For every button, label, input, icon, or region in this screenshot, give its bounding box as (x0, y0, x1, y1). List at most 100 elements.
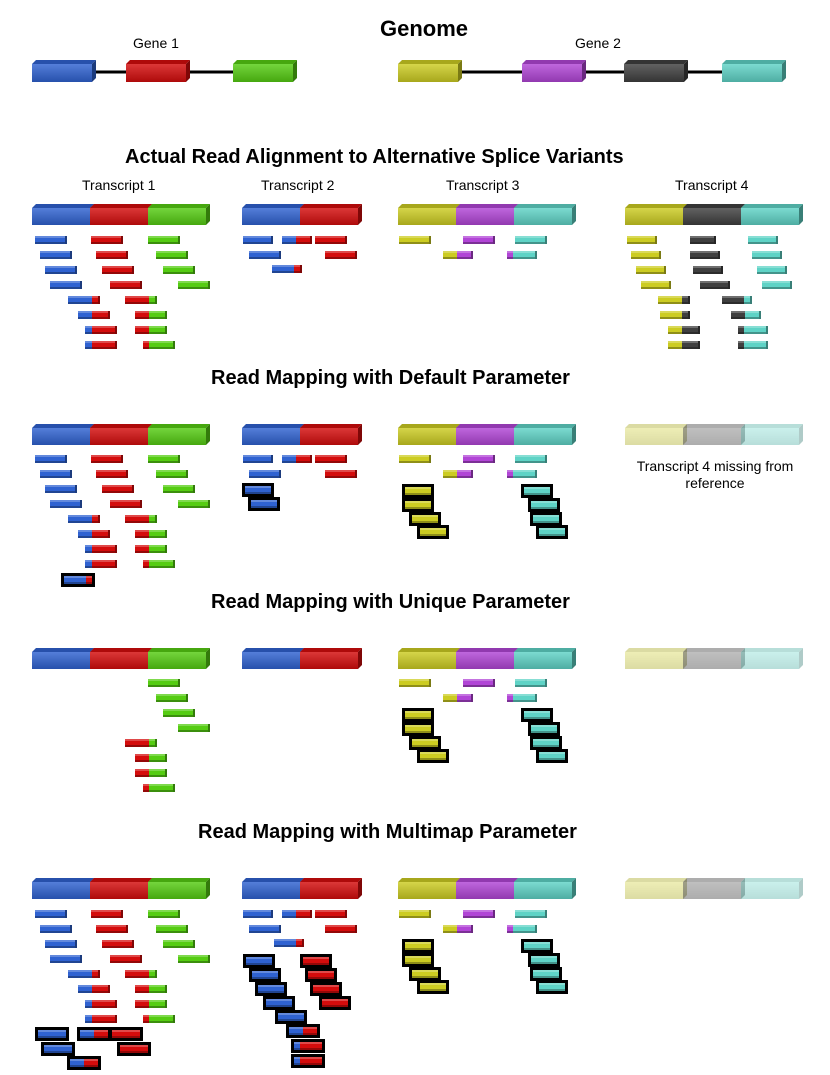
default-transcript-1 (32, 424, 210, 445)
multimap-transcript-1-exon-2 (90, 878, 152, 899)
t3-ambiguous-read-a4 (417, 749, 449, 763)
t1-read-14 (78, 985, 110, 993)
missing-transcript-note: Transcript 4 missing from reference (636, 458, 794, 491)
t3-read-5 (507, 251, 537, 259)
t4-read-19 (738, 326, 768, 334)
genome-track (32, 60, 786, 82)
transcript-2-label: Transcript 2 (261, 177, 335, 193)
t1-read-4 (50, 500, 82, 508)
multimap-t1-boxed-6 (67, 1056, 101, 1070)
t2-read-2 (282, 910, 312, 918)
unique-transcript-3-exon-2 (456, 648, 518, 669)
t4-read-9 (748, 236, 778, 244)
t3-read-3 (515, 455, 547, 463)
t3-ambiguous-read-a1 (402, 939, 434, 953)
default-transcript-4-missing-exon-2 (683, 424, 745, 445)
t4-read-16 (668, 341, 700, 349)
t2-read-2 (282, 455, 312, 463)
t3-read-4 (443, 925, 473, 933)
t4-read-7 (693, 266, 723, 274)
t1-read-14 (78, 311, 110, 319)
t4-read-2 (631, 251, 661, 259)
multimap-t2-boxed-11 (291, 1039, 325, 1053)
unique-transcript-4-missing-exon-1 (625, 648, 687, 669)
t2-ambiguous-read-1 (242, 483, 274, 497)
t1-read-19 (135, 326, 167, 334)
t2-read-5 (325, 470, 357, 478)
t3-ambiguous-read-a2 (402, 722, 434, 736)
multimap-t1-boxed-1 (35, 1027, 69, 1041)
gene1-exon-1 (32, 60, 96, 82)
t1-read-1 (35, 455, 67, 463)
t3-read-5 (507, 925, 537, 933)
multimap-t1-boxed-3 (109, 1027, 143, 1041)
transcript-4-label: Transcript 4 (675, 177, 749, 193)
t1-read-16 (85, 1015, 117, 1023)
t1-read-7 (102, 266, 134, 274)
t3-ambiguous-read-a2 (402, 498, 434, 512)
default-transcript-4-missing-exon-1 (625, 424, 687, 445)
unique-transcript-4-missing-exon-3 (741, 648, 803, 669)
t1-read-6 (96, 470, 128, 478)
multimap-t2-boxed-9 (319, 996, 351, 1010)
default-transcript-1-exon-1 (32, 424, 94, 445)
t1-read-1 (35, 236, 67, 244)
unique-transcript-4-missing-exon-2 (683, 648, 745, 669)
t3-read-3 (515, 679, 547, 687)
t4-read-5 (690, 236, 716, 244)
t1-read-10 (156, 251, 188, 259)
t3-ambiguous-read-a1 (402, 708, 434, 722)
t3-read-2 (463, 910, 495, 918)
multimap-transcript-1-exon-3 (148, 878, 210, 899)
section-title-actual: Actual Read Alignment to Alternative Spl… (125, 146, 624, 168)
t3-ambiguous-read-b2 (528, 722, 560, 736)
t3-read-3 (515, 910, 547, 918)
multimap-t1-boxed-5 (117, 1042, 151, 1056)
multimap-t2-boxed-12 (291, 1054, 325, 1068)
t1-read-8 (110, 955, 142, 963)
t1-read-16 (85, 341, 117, 349)
t3-ambiguous-read-a3 (409, 967, 441, 981)
t2-read-5 (325, 925, 357, 933)
multimap-t2-boxed-2 (249, 968, 281, 982)
t3-read-5 (507, 694, 537, 702)
t3-read-4 (443, 694, 473, 702)
t1-read-19 (135, 1000, 167, 1008)
t1-read-17 (125, 515, 157, 523)
t1-read-9 (148, 910, 180, 918)
section-title-multimap: Read Mapping with Multimap Parameter (198, 821, 577, 843)
unique-transcript-2 (242, 648, 362, 669)
default-transcript-3-exon-3 (514, 424, 576, 445)
t1-read-10 (156, 470, 188, 478)
gene2-exon-2 (522, 60, 586, 82)
t1-read-19 (135, 545, 167, 553)
t2-read-1 (243, 455, 273, 463)
unique-transcript-3-exon-1 (398, 648, 460, 669)
t4-read-18 (731, 311, 761, 319)
gene2-exon-1 (398, 60, 462, 82)
t3-ambiguous-read-a4 (417, 525, 449, 539)
t1-read-12 (178, 955, 210, 963)
unique-t1-read-6 (135, 754, 167, 762)
multimap-transcript-1-exon-1 (32, 878, 94, 899)
t3-read-5 (507, 470, 537, 478)
unique-transcript-1-exon-2 (90, 648, 152, 669)
default-transcript-2 (242, 424, 362, 445)
unique-transcript-4-missing (625, 648, 803, 669)
t4-read-20 (738, 341, 768, 349)
t1-read-12 (178, 281, 210, 289)
unique-transcript-1 (32, 648, 210, 669)
t1-read-10 (156, 925, 188, 933)
unique-transcript-3-exon-3 (514, 648, 576, 669)
t1-read-20 (143, 1015, 175, 1023)
unique-transcript-1-exon-1 (32, 648, 94, 669)
t1-read-20 (143, 341, 175, 349)
actual-transcript-1-exon-3 (148, 204, 210, 225)
t1-read-8 (110, 281, 142, 289)
t3-read-3 (515, 236, 547, 244)
gene2-exon-4 (722, 60, 786, 82)
t2-read-3 (315, 910, 347, 918)
multimap-t2-boxed-10 (286, 1024, 320, 1038)
t2-read-3 (315, 236, 347, 244)
